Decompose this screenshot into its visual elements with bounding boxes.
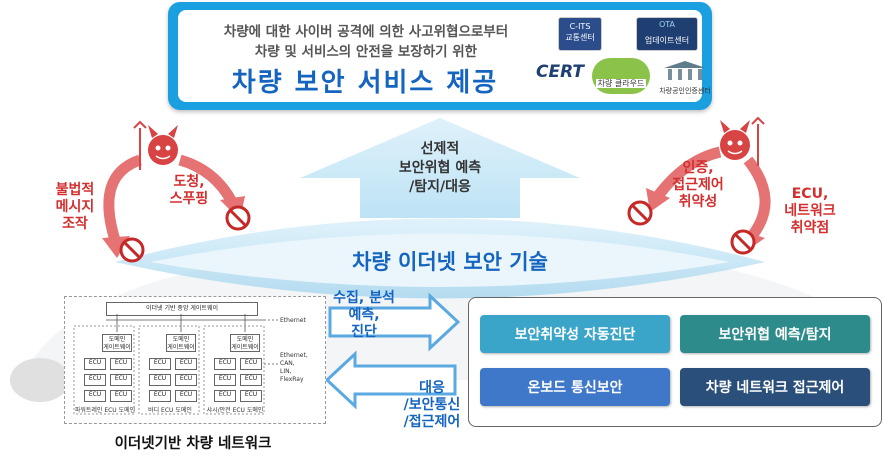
threat-li-1: 도청, (173, 174, 205, 190)
threat-ri-3: 취약성 (678, 194, 718, 210)
proactive-line-2: 보안위협 예측 (398, 160, 482, 176)
cert-center-logo: 차량공인인증센터 (656, 60, 714, 95)
ecu-box: ECU (214, 390, 236, 402)
threat-li-2: 스푸핑 (169, 191, 209, 207)
threat-right-inner: 인증, 접근제어 취약성 (658, 160, 738, 211)
ecu-box: ECU (175, 390, 197, 402)
cert-center-label: 차량공인인증센터 (659, 87, 711, 95)
ota-tag: OTA (658, 20, 676, 29)
collect-line-3: 진단 (351, 324, 377, 340)
prohibit-icon (627, 200, 653, 226)
ecu-box: ECU (175, 374, 197, 386)
ecu-box: ECU (149, 358, 171, 370)
flow-arrow-right (328, 292, 461, 352)
ecu-box: ECU (84, 390, 106, 402)
car-wheel-left (10, 358, 70, 402)
ecu-box: ECU (214, 358, 236, 370)
proactive-line-1: 선제적 (420, 141, 460, 157)
cloud-logo: 차량 클라우드 (592, 58, 650, 94)
central-gateway-box: 이더넷 기반 중앙 게이트웨이 (106, 302, 258, 316)
threat-ro-2: 네트워크 (784, 203, 836, 219)
threat-left-outer: 불법적 메시지 조작 (40, 182, 110, 233)
ota-center-label: 업데이트센터 (644, 36, 690, 45)
domain-gateway-1: 도메인 게이트웨이 (102, 334, 132, 352)
threat-ri-2: 접근제어 (672, 177, 724, 193)
up-arrow (300, 118, 580, 218)
ecu-box: ECU (84, 358, 106, 370)
ecu-box: ECU (110, 358, 132, 370)
threat-arrow-left-inner (178, 154, 237, 205)
ecu-box: ECU (149, 374, 171, 386)
ecu-box: ECU (240, 358, 262, 370)
service-threat-detection: 보안위협 예측/탐지 (680, 315, 870, 353)
domain-label-body: 바디 ECU 도메인 (148, 407, 192, 414)
network-caption: 이더넷기반 차량 네트워크 (114, 436, 272, 452)
domain-label-powertrain: 파워트레인 ECU 도메인 (74, 407, 136, 414)
ecu-box: ECU (110, 390, 132, 402)
respond-line-3: /접근제어 (403, 414, 461, 430)
proactive-label: 선제적 보안위협 예측 /탐지/대응 (370, 140, 510, 197)
prohibit-icon (225, 205, 251, 231)
domain-gateway-2: 도메인 게이트웨이 (166, 334, 196, 352)
prohibit-icon (730, 229, 756, 255)
proactive-line-3: /탐지/대응 (409, 179, 471, 195)
network-lines (73, 314, 278, 415)
banner-line-1: 차량에 대한 사이버 공격에 의한 사고위협으로부터 (223, 24, 509, 40)
respond-line-1: 대응 (419, 380, 445, 396)
domain-gateway-3: 도메인 게이트웨이 (230, 334, 260, 352)
ecu-box: ECU (214, 374, 236, 386)
cits-logo: C-ITS 교통센터 (558, 17, 602, 51)
service-onboard-security: 온보드 통신보안 (480, 368, 670, 406)
threat-left-inner: 도청, 스푸핑 (154, 174, 224, 208)
threat-arrow-right-outer (743, 156, 771, 240)
ota-logo: OTA 업데이트센터 (636, 17, 698, 51)
ecu-box: ECU (110, 374, 132, 386)
collect-line-1: 수집, 분석 (333, 290, 395, 306)
bus-label: Ethernet, CAN, LIN, FlexRay (280, 352, 308, 383)
threat-right-outer: ECU, 네트워크 취약점 (770, 186, 850, 237)
ecu-box: ECU (149, 390, 171, 402)
service-vuln-diagnosis: 보안취약성 자동진단 (480, 315, 670, 353)
banner-main-title: 차량 보안 서비스 제공 (231, 68, 499, 98)
ethernet-label: Ethernet (280, 317, 306, 324)
threat-lo-1: 불법적 (55, 182, 95, 198)
domain-label-chassis: 샤시/안전 ECU 도메인 (206, 407, 264, 414)
prohibit-icon (119, 237, 145, 263)
threat-lo-3: 조작 (62, 216, 88, 232)
ecu-box: ECU (240, 374, 262, 386)
devil-icon-left (133, 120, 178, 170)
threat-lo-2: 메시지 (55, 199, 95, 215)
flow-arrow-left (324, 350, 457, 410)
threat-arrow-right-inner (653, 146, 722, 200)
threat-ro-1: ECU, (791, 186, 829, 202)
respond-label: 대응 /보안통신 /접근제어 (394, 380, 470, 431)
threat-ri-1: 인증, (682, 160, 714, 176)
service-access-control: 차량 네트워크 접근제어 (680, 368, 870, 406)
ecu-box: ECU (84, 374, 106, 386)
devil-icon-right (720, 116, 765, 166)
center-title: 차량 이더넷 보안 기술 (352, 250, 548, 274)
threat-ro-3: 취약점 (790, 220, 830, 236)
threat-arrow-left-outer (103, 154, 143, 242)
ecu-box: ECU (175, 358, 197, 370)
respond-line-2: /보안통신 (403, 397, 461, 413)
cert-logo: CERT (536, 62, 585, 82)
collect-label: 수집, 분석 예측, 진단 (328, 290, 400, 341)
collect-line-2: 예측, (348, 307, 380, 323)
ecu-box: ECU (240, 390, 262, 402)
banner-line-2: 차량 및 서비스의 안전을 보장하기 위한 (254, 44, 478, 60)
building-icon (664, 61, 706, 80)
tech-arc-inner (150, 233, 730, 287)
cloud-logo-label: 차량 클라우드 (595, 79, 647, 88)
